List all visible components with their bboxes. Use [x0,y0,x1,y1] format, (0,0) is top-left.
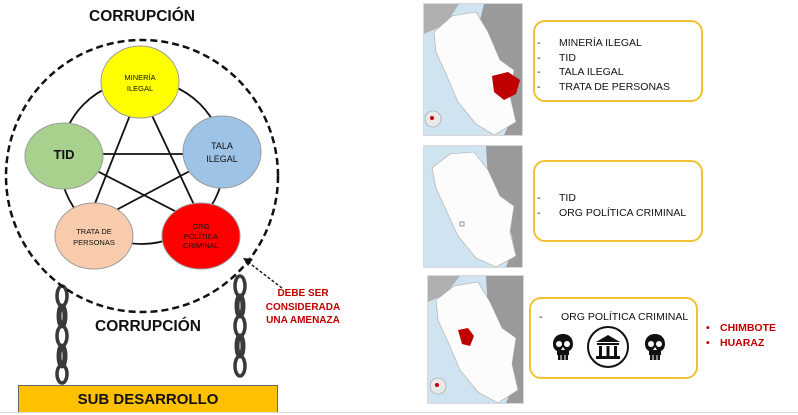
node-mineria-ilegal [100,45,180,119]
panel-2-item: TID [537,191,701,206]
city-list: CHIMBOTE HUARAZ [706,321,776,351]
threat-annotation: DEBE SER CONSIDERADA UNA AMENAZA [265,288,341,326]
city-item: CHIMBOTE [706,321,776,336]
node-tid-label: TID [53,147,75,162]
panel-2-item: ORG POLÍTICA CRIMINAL [537,206,701,221]
info-panel-2: TID ORG POLÍTICA CRIMINAL [533,160,703,242]
node-mineria-label: MINERÍA ILEGAL [124,73,156,93]
node-org-label: ORG POLÍTICA CRIMINAL [183,222,219,250]
skull-icon [643,333,667,361]
node-trata-de-personas [54,202,134,270]
info-panel-1: MINERÍA ILEGAL TID TALA ILEGAL TRATA DE … [533,20,703,102]
peru-map-2 [423,145,523,268]
node-tala-label: TALA ILEGAL [206,141,238,164]
panel-1-item: TALA ILEGAL [537,65,701,80]
corruption-diagram [4,38,283,385]
panel-1-item: MINERÍA ILEGAL [537,36,701,51]
skull-icon [551,333,575,361]
peru-map-3 [427,275,524,404]
panel-1-item: TRATA DE PERSONAS [537,80,701,95]
right-chain [233,274,247,378]
bottom-corruption-label: CORRUPCIÓN [95,318,201,335]
top-corruption-label: CORRUPCIÓN [89,8,195,25]
panel-3-item: ORG POLÍTICA CRIMINAL [539,310,696,325]
left-chain [55,284,69,385]
city-item: HUARAZ [706,336,776,351]
sub-desarrollo-bar: SUB DESARROLLO [18,385,278,413]
sub-desarrollo-label: SUB DESARROLLO [77,390,219,408]
node-org-politica-criminal [161,202,241,270]
annotation-arrow [243,258,283,289]
bottom-divider [0,412,798,413]
peru-map-1 [423,3,523,136]
dashed-corruption-circle [4,38,280,314]
government-building-icon [587,326,629,368]
node-tid [24,122,104,190]
node-tala-ilegal [182,115,262,189]
node-trata-label: TRATA DE PERSONAS [73,227,115,247]
panel-1-item: TID [537,51,701,66]
